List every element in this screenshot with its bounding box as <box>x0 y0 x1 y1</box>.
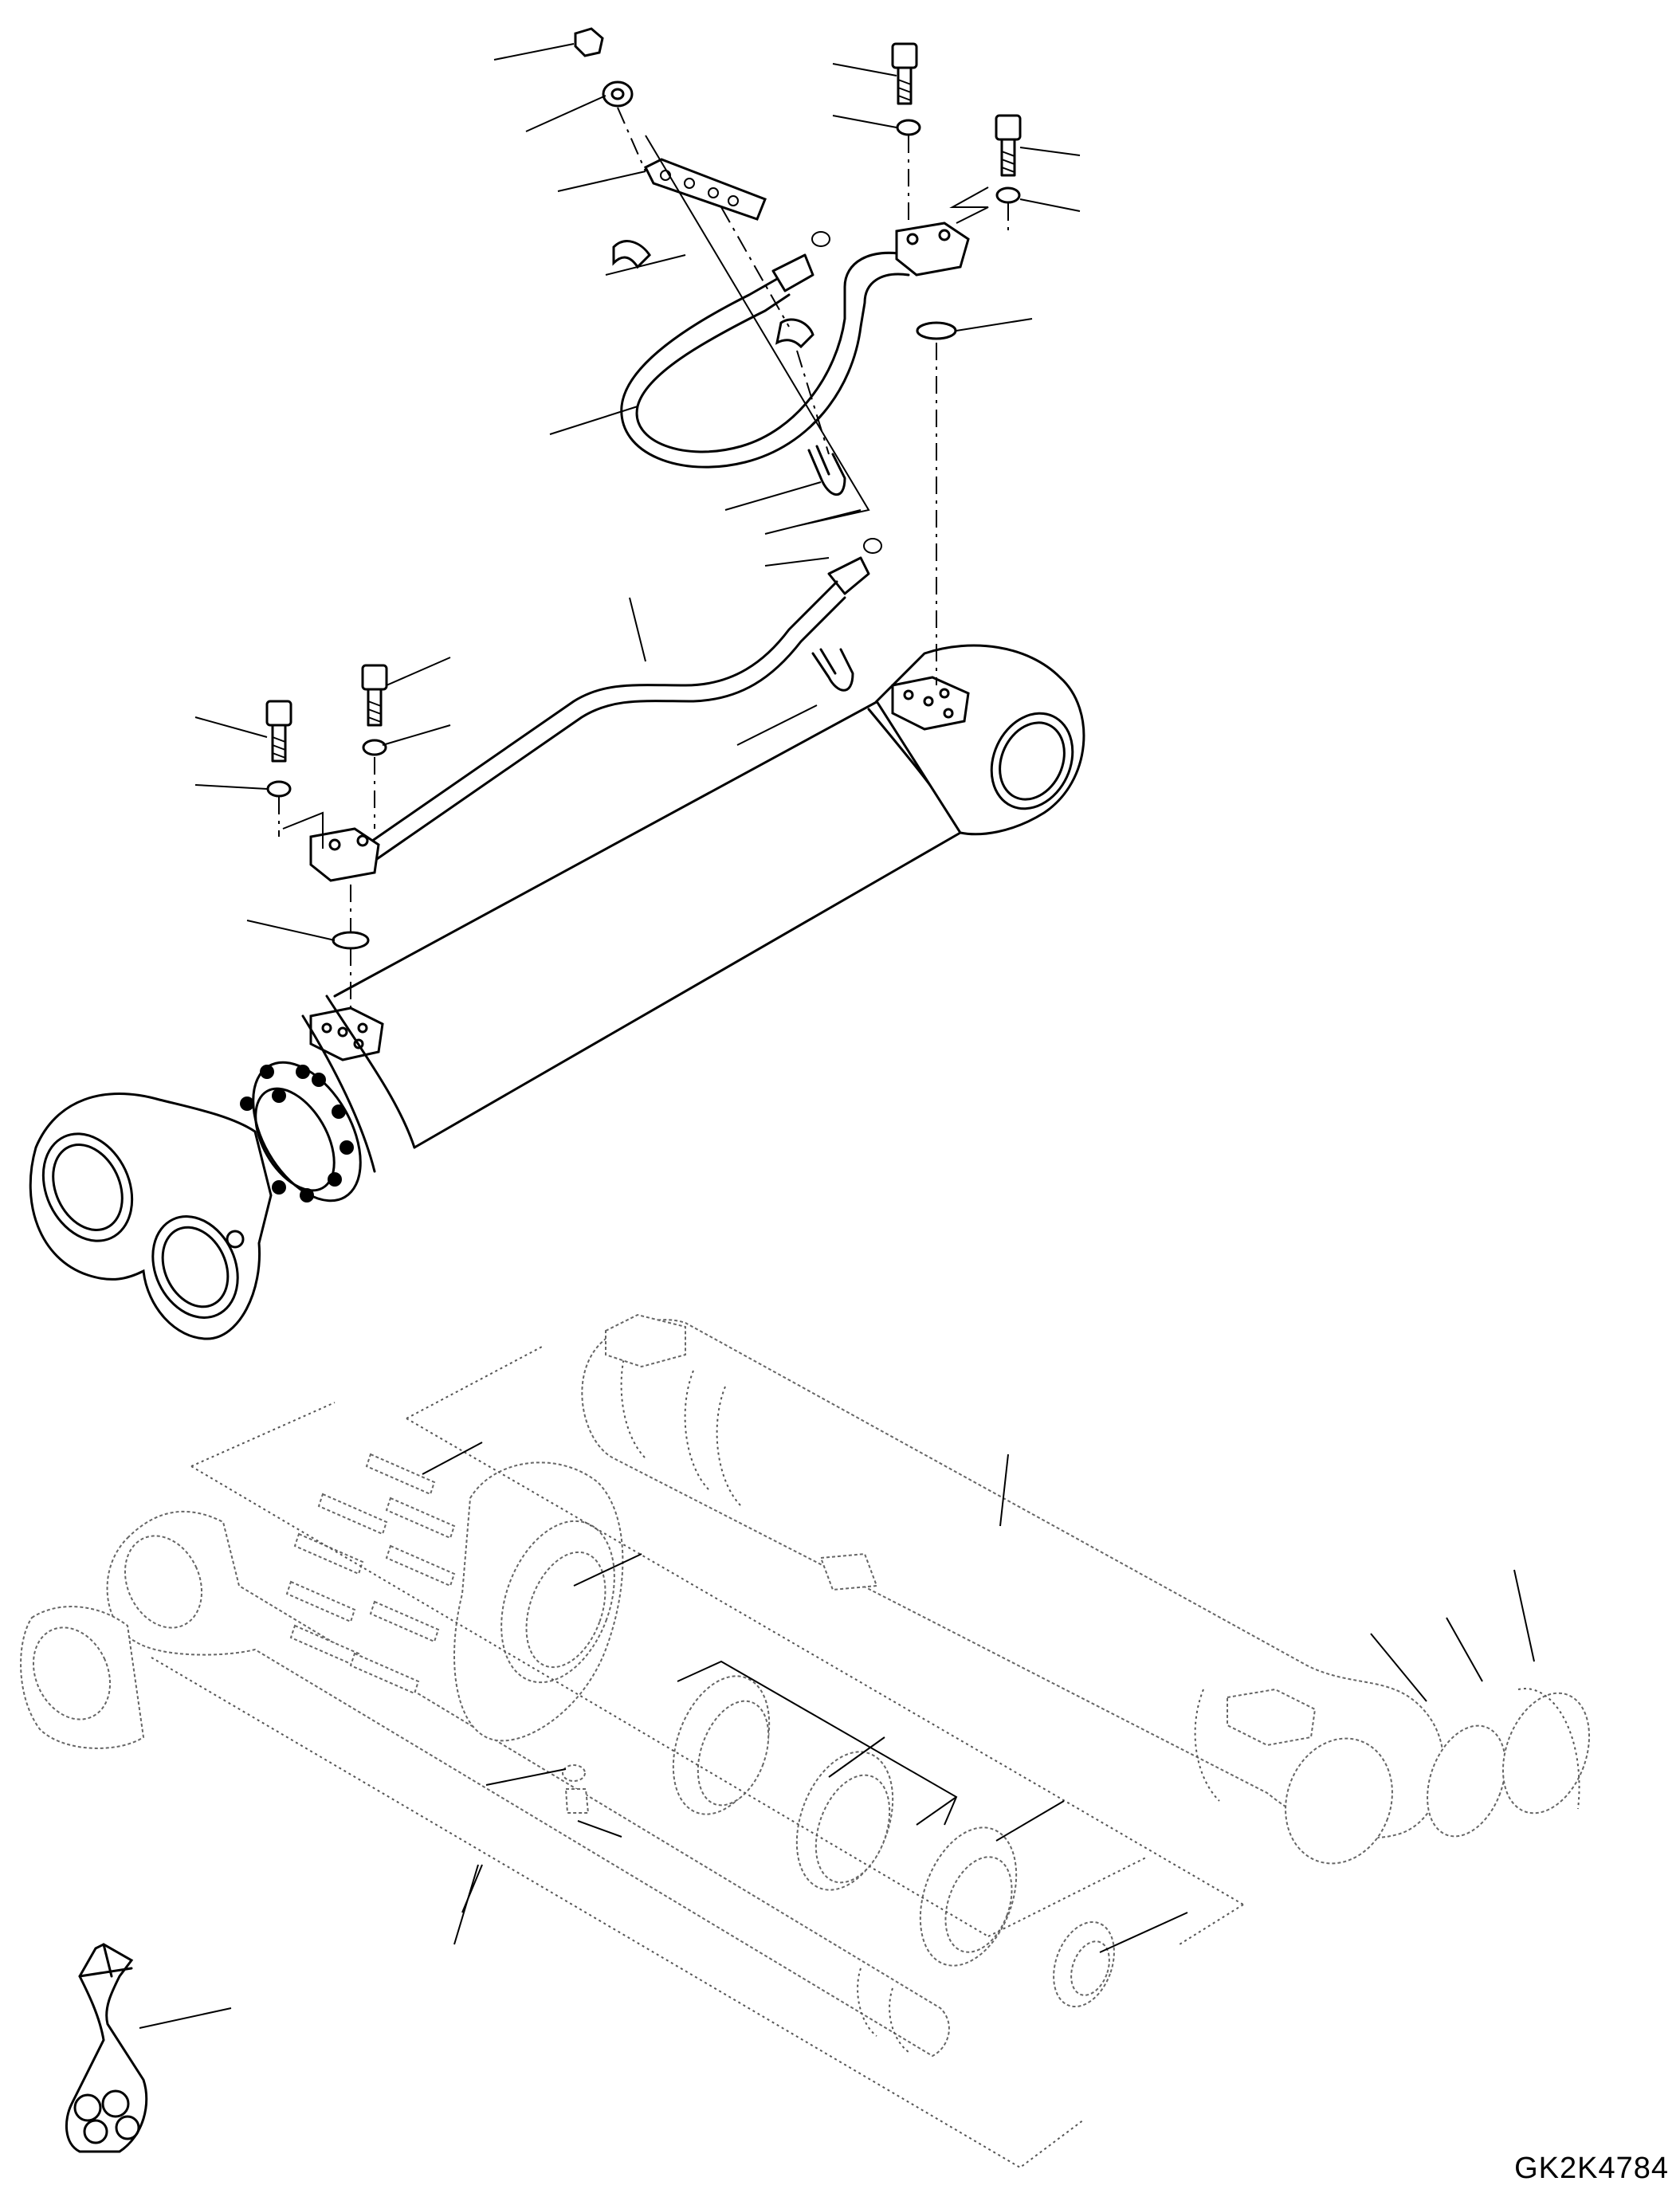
head-side-piping <box>574 27 1022 496</box>
tube-bottom-port <box>605 1313 686 1368</box>
exploded-head-bolts <box>285 1453 456 1695</box>
tube-head-eye <box>1285 1737 1393 1865</box>
assembly-chain-lines <box>278 107 1009 1012</box>
tube-label-plate <box>819 1552 878 1591</box>
seal-kit-bag <box>65 1943 148 2153</box>
cylinder-tube-outline <box>333 692 962 1149</box>
tube-head-port <box>1227 1688 1317 1747</box>
parts-bag <box>65 1943 148 2153</box>
dust-seal-bushing <box>1427 1724 1506 1838</box>
bottom-flange-bolt-left <box>265 700 292 763</box>
bottom-flange-washer-right <box>362 739 387 756</box>
cylinder-head-eye <box>875 644 1085 836</box>
bushing <box>1501 1692 1591 1814</box>
exploded-cylinder-head <box>453 1461 624 1742</box>
bottom-flange-bolt-right <box>361 664 388 727</box>
bottom-pipe-outer <box>365 580 838 846</box>
exploded-grease-fitting <box>562 1764 590 1814</box>
figure-code: GK2K4784 <box>1514 2152 1669 2185</box>
u-bolt-lower <box>811 648 854 692</box>
head-pipe-inner <box>620 273 910 469</box>
exploded-piston <box>919 1826 1018 1967</box>
head-o-ring <box>916 321 957 340</box>
head-pipe-outer <box>635 251 910 453</box>
u-bolt-upper <box>807 449 846 496</box>
head-flange-washer-right <box>995 186 1021 204</box>
assembled-cylinder <box>29 644 1085 1340</box>
clamp-plate <box>643 158 767 221</box>
head-flange-bolt-left <box>891 42 918 105</box>
bottom-flange-washer-left <box>266 780 292 798</box>
bottom-pipe-flange <box>309 827 380 882</box>
exploded-seal-kit <box>672 1660 958 1891</box>
exploded-bushings <box>1427 1688 1591 1838</box>
bottom-side-piping <box>265 538 882 950</box>
bottom-o-ring <box>332 931 370 950</box>
head-flange-washer-left <box>896 119 921 136</box>
clamp-half-lower <box>775 318 814 349</box>
exploded-piston-nut <box>1053 1920 1115 2008</box>
head-flange-bolt-right <box>995 114 1022 177</box>
clamp-half-upper <box>612 240 651 269</box>
leader-lines-upper <box>194 43 1081 941</box>
head-pipe-flange <box>895 222 970 277</box>
clamp-washer <box>602 80 634 108</box>
clamp-nut <box>574 27 604 57</box>
leader-lines-lower <box>139 1346 1535 2169</box>
rod-clevis <box>29 1093 273 1340</box>
